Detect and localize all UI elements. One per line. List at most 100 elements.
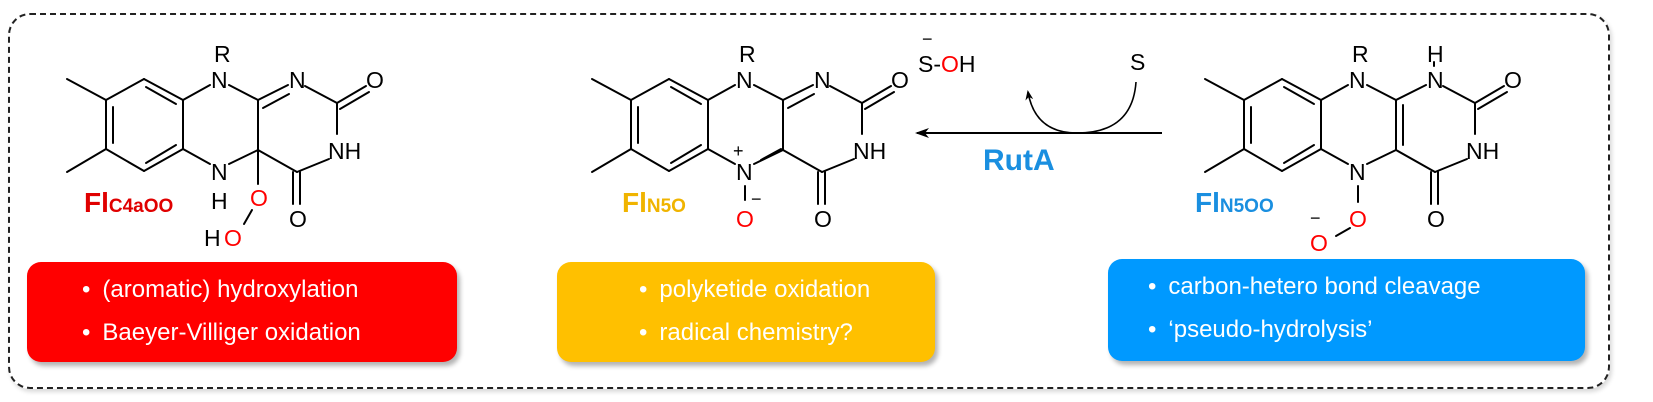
bond: [630, 78, 670, 101]
atom-peroxy-o1: O: [250, 185, 268, 211]
bond: [296, 158, 330, 173]
atom-n-oxide-o: O: [736, 206, 754, 232]
bond: [782, 84, 814, 101]
bond: [1474, 85, 1505, 104]
box-n5o-reactions: polyketide oxidation radical chemistry?: [557, 262, 935, 362]
atom-n10: N: [1349, 67, 1366, 93]
bond: [670, 144, 702, 164]
bond: [182, 84, 211, 101]
bond: [668, 148, 709, 172]
label-fl-c4aoo: FlC4aOO: [84, 187, 173, 218]
bond: [1283, 144, 1315, 164]
bond: [591, 78, 632, 101]
bond: [243, 209, 253, 225]
bond: [66, 78, 107, 101]
atom-n5: N: [211, 159, 228, 185]
bond: [707, 84, 736, 101]
bond: [670, 86, 702, 105]
bond: [1243, 148, 1283, 172]
bond: [304, 85, 338, 104]
bond: [66, 148, 107, 173]
bond: [228, 84, 259, 101]
bond: [753, 84, 784, 101]
box-n5oo-reactions: carbon-hetero bond cleavage ‘pseudo-hydr…: [1108, 259, 1585, 361]
bond: [1335, 227, 1351, 237]
bond: [143, 148, 184, 172]
atom-peroxy-h: H: [204, 225, 221, 251]
structure-fl-n5o: R N N O NH N + O O − FlN5O: [591, 41, 909, 232]
atom-n1: N: [289, 67, 306, 93]
atom-n5: N: [736, 159, 753, 185]
bond: [782, 149, 823, 173]
bond: [1434, 158, 1468, 173]
bond: [1320, 84, 1349, 101]
bond: [1366, 149, 1397, 165]
atom-n3h: NH: [328, 138, 361, 164]
reaction-type-item: polyketide oxidation: [639, 268, 935, 311]
bond: [1477, 91, 1508, 110]
atom-peroxy-o2: O: [1310, 230, 1328, 256]
atom-n5: N: [1349, 159, 1366, 185]
atom-r: R: [739, 41, 756, 67]
bond: [707, 148, 736, 165]
bond: [105, 78, 145, 101]
bond: [591, 148, 632, 173]
structure-fl-n5oo: R H N N O NH N O O O − FlN5OO: [1195, 41, 1522, 256]
bond: [1283, 86, 1315, 105]
atom-peroxy-o2: O: [224, 225, 242, 251]
bond: [1281, 148, 1322, 172]
label-fl-n5oo: FlN5OO: [1195, 187, 1274, 218]
atom-o4: O: [289, 206, 307, 232]
bond: [339, 91, 370, 110]
box-c4aoo-reactions: (aromatic) hydroxylation Baeyer-Villiger…: [27, 262, 457, 362]
bond: [1442, 85, 1476, 104]
reaction-type-item: ‘pseudo-hydrolysis’: [1148, 308, 1585, 351]
reaction-arrow: S S-OH − RutA: [915, 29, 1162, 177]
atom-o4: O: [1427, 206, 1445, 232]
product-sulfenate: S-OH: [918, 51, 976, 77]
bond: [145, 86, 177, 105]
curved-arrow: [1025, 81, 1137, 134]
atom-n3h: NH: [853, 138, 886, 164]
bond: [829, 85, 863, 104]
bond: [228, 149, 259, 165]
bond: [1204, 148, 1245, 173]
bond: [1320, 148, 1349, 165]
atom-o4: O: [814, 206, 832, 232]
atom-r: R: [214, 41, 231, 67]
bond: [1395, 84, 1427, 101]
bond: [336, 85, 367, 104]
reaction-type-item: radical chemistry?: [639, 311, 935, 354]
bond: [821, 158, 855, 173]
atom-o2: O: [891, 67, 909, 93]
label-fl-n5o: FlN5O: [622, 187, 686, 218]
bond: [1366, 84, 1397, 101]
atom-n3h: NH: [1466, 138, 1499, 164]
enzyme-label-ruta: RutA: [983, 144, 1055, 177]
bond: [864, 91, 895, 110]
reaction-type-item: Baeyer-Villiger oxidation: [82, 311, 457, 354]
atom-n10: N: [211, 67, 228, 93]
product-charge-minus: −: [922, 29, 933, 49]
atom-h1: H: [1427, 41, 1444, 67]
bond: [787, 93, 815, 109]
substrate-s: S: [1130, 49, 1145, 75]
bond: [145, 144, 177, 164]
charge-minus: −: [751, 189, 762, 209]
atom-n1: N: [814, 67, 831, 93]
atom-n1: N: [1427, 67, 1444, 93]
bond: [143, 78, 184, 101]
bond: [257, 84, 289, 101]
charge-minus: −: [1310, 208, 1321, 228]
bond: [262, 93, 290, 109]
bond: [1281, 78, 1322, 101]
structure-fl-c4aoo: R N N O NH N H O O H O FlC4aOO: [66, 41, 384, 251]
dashed-frame: [8, 13, 1610, 389]
bond: [1395, 149, 1436, 173]
bond: [105, 148, 145, 172]
bond: [182, 148, 211, 165]
reaction-type-item: carbon-hetero bond cleavage: [1148, 265, 1585, 308]
charge-plus: +: [733, 141, 744, 161]
reaction-type-item: (aromatic) hydroxylation: [82, 268, 457, 311]
